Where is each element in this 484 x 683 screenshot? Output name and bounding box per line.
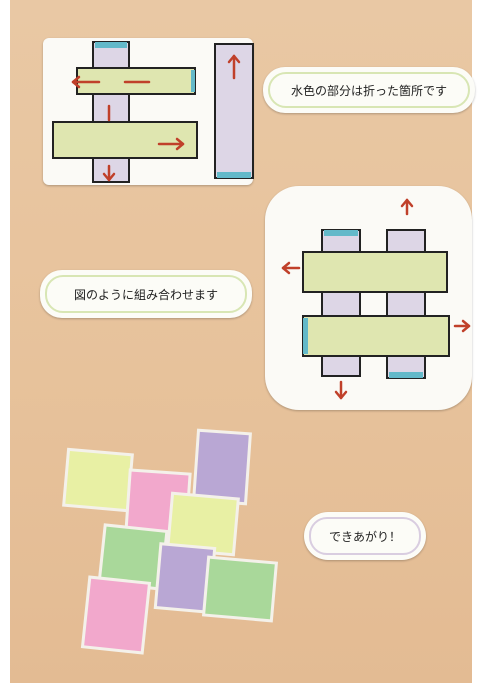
folding-diagram [52, 41, 254, 183]
arrow-icon [71, 54, 241, 182]
weaving-diagram [281, 198, 471, 400]
combine-note-text: 図のように組み合わせます [73, 287, 218, 302]
green-strip [52, 121, 198, 159]
weaving-diagram-card [265, 186, 472, 410]
pink-square [80, 575, 152, 655]
arrow-icon [281, 198, 471, 400]
folded-note-text: 水色の部分は折った箇所です [290, 83, 447, 98]
finished-text: できあがり！ [328, 529, 401, 544]
folded-note-pill: 水色の部分は折った箇所です [263, 67, 475, 113]
fold-mark [389, 372, 423, 378]
combine-note-pill: 図のように組み合わせます [40, 270, 252, 318]
fold-mark [324, 230, 358, 236]
fold-mark [191, 70, 195, 92]
green-square [201, 555, 279, 623]
fold-mark [303, 318, 308, 354]
finished-craft [62, 428, 279, 655]
green-strip [302, 251, 448, 293]
fold-mark [217, 172, 251, 178]
lime-square [62, 447, 134, 513]
violet-square [192, 428, 252, 506]
folding-diagram-card [43, 38, 254, 185]
craft-board: 水色の部分は折った箇所です 図のように組み合わせます [10, 0, 475, 683]
fold-mark [95, 42, 127, 48]
finished-pill: できあがり！ [304, 512, 426, 560]
